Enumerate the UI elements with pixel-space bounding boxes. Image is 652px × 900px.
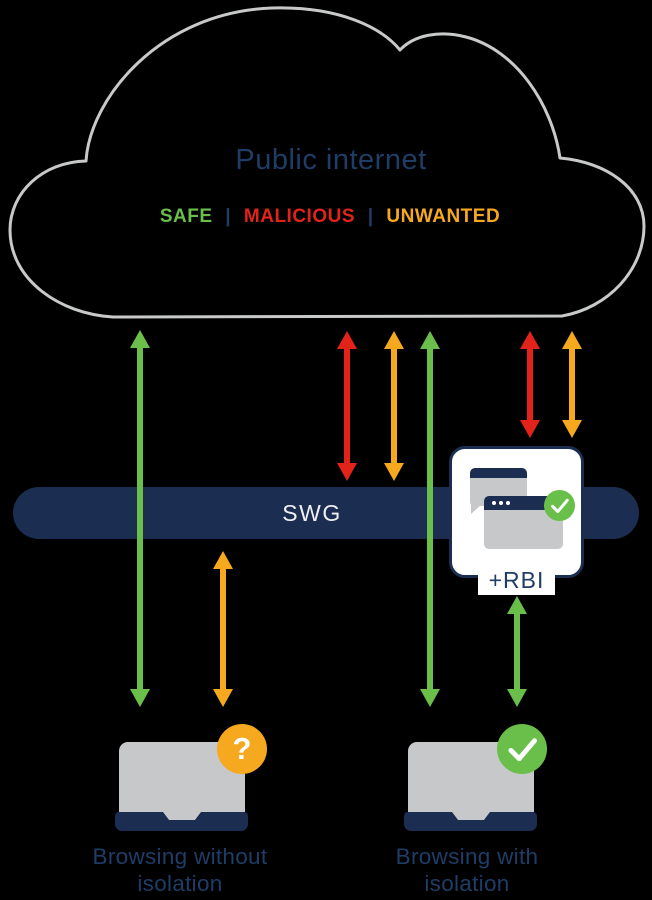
laptop-base [115, 812, 248, 831]
safe-traffic-arrow-right [420, 331, 440, 707]
label-line-1: Browsing without [92, 844, 268, 869]
safe-traffic-arrow-left [130, 330, 150, 707]
label-line-2: isolation [424, 871, 510, 896]
check-circle-icon [544, 490, 575, 521]
laptop-without-isolation: ? [115, 724, 267, 834]
unwanted-traffic-arrow-blocked [384, 331, 404, 481]
question-badge-icon: ? [217, 724, 267, 774]
legend-malicious: MALICIOUS [243, 206, 355, 227]
laptop-base [404, 812, 537, 831]
check-badge-icon [497, 724, 547, 774]
label-browsing-without-isolation: Browsing without isolation [50, 843, 310, 897]
cloud-title: Public internet [235, 144, 427, 176]
unwanted-traffic-arrow-to-rbi [562, 331, 582, 438]
laptop-with-isolation [404, 724, 556, 834]
rbi-module: +RBI [449, 446, 584, 595]
label-line-1: Browsing with [395, 844, 539, 869]
legend-separator: | [225, 206, 232, 227]
label-browsing-with-isolation: Browsing with isolation [337, 843, 597, 897]
malicious-traffic-arrow-to-rbi [520, 331, 540, 438]
public-internet-cloud [8, 6, 646, 319]
unwanted-traffic-arrow-passthrough [213, 551, 233, 707]
swg-label: SWG [282, 500, 342, 526]
legend-separator: | [367, 206, 374, 227]
laptop-notch [163, 812, 201, 820]
legend-unwanted: UNWANTED [386, 206, 501, 227]
laptop-notch [452, 812, 490, 820]
legend-safe: SAFE [159, 206, 213, 227]
malicious-traffic-arrow-blocked [337, 331, 357, 481]
rbi-label: +RBI [478, 565, 555, 595]
isolated-traffic-arrow [507, 596, 527, 707]
traffic-legend: SAFE | MALICIOUS | UNWANTED [130, 206, 530, 228]
label-line-2: isolation [137, 871, 223, 896]
